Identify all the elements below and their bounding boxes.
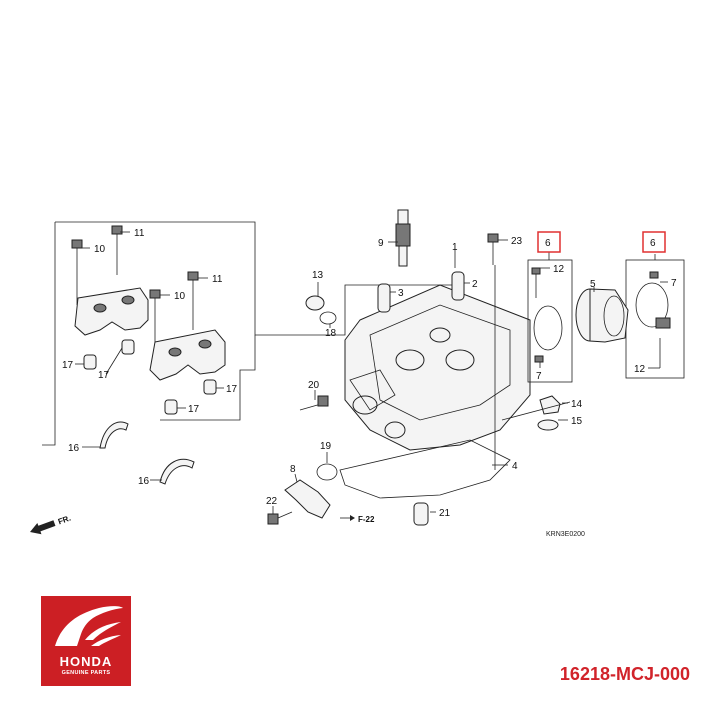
dowel-pin-21 bbox=[413, 502, 429, 526]
rocker-bolt-11b bbox=[187, 271, 199, 330]
carburetor-insulator bbox=[575, 288, 629, 343]
honda-wing-icon bbox=[55, 606, 123, 646]
dowel-pin-17a bbox=[83, 354, 97, 370]
washer-13 bbox=[305, 295, 325, 311]
callout-11b: 11 bbox=[212, 274, 223, 285]
callout-6-left: 6 bbox=[545, 238, 551, 249]
bolt-23 bbox=[487, 233, 499, 265]
callout-17d: 17 bbox=[188, 404, 200, 415]
rocker-bolt-11a bbox=[111, 225, 123, 275]
callout-7-left: 7 bbox=[536, 371, 542, 382]
clamp-group-box-left bbox=[527, 259, 573, 383]
callout-17c: 17 bbox=[226, 384, 238, 395]
washer-15 bbox=[537, 419, 559, 431]
callout-14: 14 bbox=[571, 399, 583, 410]
callout-21: 21 bbox=[439, 508, 451, 519]
dowel-pin-17c bbox=[203, 379, 217, 395]
callout-10b: 10 bbox=[174, 291, 186, 302]
callout-8: 8 bbox=[290, 464, 296, 475]
half-ring-16a bbox=[99, 421, 129, 449]
callout-16b: 16 bbox=[138, 476, 150, 487]
rocker-group-outline bbox=[42, 221, 455, 446]
callout-9: 9 bbox=[378, 238, 384, 249]
valve-guide-2 bbox=[451, 271, 465, 301]
rocker-bolt-10b bbox=[149, 289, 161, 345]
callout-13: 13 bbox=[312, 270, 324, 281]
front-direction-arrow: FR. bbox=[30, 514, 72, 535]
bolt-22 bbox=[267, 511, 293, 525]
stud-bolt-20 bbox=[299, 395, 329, 411]
callout-1: 1 bbox=[452, 242, 458, 253]
rocker-bolt-10a bbox=[71, 239, 83, 305]
spark-plug bbox=[395, 209, 411, 267]
highlight-box-6-left bbox=[537, 231, 561, 253]
svg-text:FR.: FR. bbox=[57, 514, 72, 527]
half-ring-16b bbox=[159, 458, 195, 485]
honda-logo: HONDA GENUINE PARTS bbox=[41, 596, 131, 686]
callout-2: 2 bbox=[472, 279, 478, 290]
reference-arrow-f22: F-22 bbox=[340, 515, 375, 524]
band-clamp-right bbox=[635, 271, 671, 368]
water-joint-8 bbox=[284, 479, 331, 519]
svg-text:F-22: F-22 bbox=[358, 515, 375, 524]
highlight-box-6-right bbox=[642, 231, 666, 253]
diagram-code: KRN3E0200 bbox=[546, 531, 585, 538]
callout-5: 5 bbox=[590, 279, 596, 290]
callout-17b: 17 bbox=[98, 370, 110, 381]
callout-7-right: 7 bbox=[671, 278, 677, 289]
callout-10a: 10 bbox=[94, 244, 106, 255]
head-gasket bbox=[339, 439, 511, 499]
dowel-pin-17d bbox=[164, 399, 178, 415]
o-ring-18 bbox=[319, 311, 337, 325]
callout-16a: 16 bbox=[68, 443, 80, 454]
leader-lines bbox=[75, 231, 668, 514]
rocker-holder-lower bbox=[149, 329, 226, 381]
callout-12-right: 12 bbox=[634, 364, 646, 375]
callout-23: 23 bbox=[511, 236, 523, 247]
part-number: 16218-MCJ-000 bbox=[559, 664, 690, 684]
callout-3: 3 bbox=[398, 288, 404, 299]
cylinder-head bbox=[344, 284, 531, 451]
callout-15: 15 bbox=[571, 416, 583, 427]
callout-6-right: 6 bbox=[650, 238, 656, 249]
callout-22: 22 bbox=[266, 496, 278, 507]
logo-tagline: GENUINE PARTS bbox=[61, 670, 111, 676]
callout-12-left: 12 bbox=[553, 264, 565, 275]
callout-18: 18 bbox=[325, 328, 337, 339]
valve-guide-3 bbox=[377, 283, 391, 313]
callout-20: 20 bbox=[308, 380, 320, 391]
logo-brand: HONDA bbox=[59, 654, 113, 669]
band-clamp-left bbox=[531, 267, 563, 363]
o-ring-19 bbox=[316, 463, 338, 481]
dowel-pin-17b bbox=[121, 339, 135, 355]
callout-17a: 17 bbox=[62, 360, 74, 371]
cap-nut-14 bbox=[539, 395, 561, 415]
callout-19: 19 bbox=[320, 441, 332, 452]
rocker-holder-upper bbox=[74, 287, 149, 336]
callout-11a: 11 bbox=[134, 228, 145, 239]
callout-4: 4 bbox=[512, 461, 518, 472]
